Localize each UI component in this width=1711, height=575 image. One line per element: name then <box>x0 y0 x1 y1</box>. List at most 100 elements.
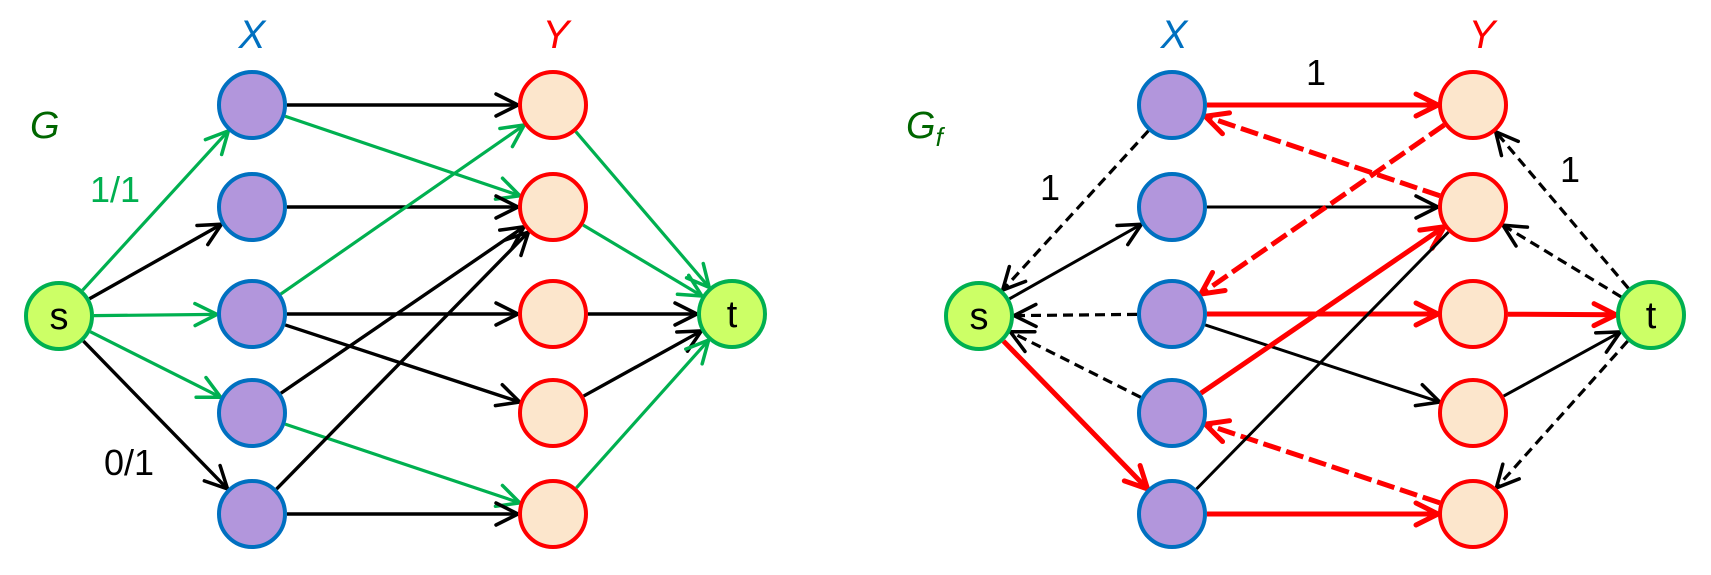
y-node-5-circle <box>1438 479 1508 549</box>
edge-line <box>1495 340 1629 489</box>
graph-g-edges <box>81 92 712 527</box>
x-node-5 <box>1137 479 1207 549</box>
x-node-1 <box>1137 70 1207 140</box>
source-node: s <box>944 281 1014 351</box>
y-node-2 <box>518 172 588 242</box>
arrowhead <box>1499 223 1530 248</box>
edge-y3-t <box>1507 301 1622 329</box>
y-node-4-circle <box>518 378 588 448</box>
x-node-2-circle <box>1137 172 1207 242</box>
y-node-1 <box>518 70 588 140</box>
sink-node-label: t <box>727 294 738 336</box>
x-node-4-circle <box>1137 378 1207 448</box>
y-node-3 <box>518 279 588 349</box>
edge-line <box>1195 230 1450 491</box>
edge-line <box>279 123 526 296</box>
edge-t-y5 <box>1493 340 1629 491</box>
arrowhead <box>203 127 232 157</box>
edge-line <box>582 329 703 398</box>
edge-x5-y5 <box>1207 500 1444 528</box>
x-node-2 <box>1137 172 1207 242</box>
edge-label-x1-y1: 1 <box>1306 52 1326 93</box>
arrowhead <box>1115 222 1145 247</box>
sink-node: t <box>697 279 767 349</box>
y-node-4 <box>518 378 588 448</box>
y-node-4 <box>1438 378 1508 448</box>
source-node: s <box>24 281 94 351</box>
edge-line <box>574 130 711 289</box>
arrowhead <box>1493 462 1521 491</box>
edge-line <box>582 223 703 298</box>
edge-line <box>1001 339 1150 491</box>
edge-x3-y3 <box>1207 300 1444 328</box>
source-node-circle <box>944 281 1014 351</box>
edge-label-t-y1: 1 <box>1560 149 1580 190</box>
edge-line <box>275 230 530 491</box>
edge-line <box>93 312 218 318</box>
edge-line <box>1199 224 1446 396</box>
edge-s-x2 <box>1008 222 1145 301</box>
x-node-2-circle <box>217 172 287 242</box>
edge-line <box>1502 223 1622 299</box>
source-node-circle <box>24 281 94 351</box>
edge-line <box>1494 130 1630 290</box>
x-node-3-circle <box>217 279 287 349</box>
x-node-3 <box>1137 279 1207 349</box>
y-node-1-circle <box>518 70 588 140</box>
graph-gf-title: Gf <box>906 105 946 152</box>
arrowhead <box>675 273 706 299</box>
x-node-4-circle <box>217 378 287 448</box>
edge-y4-t <box>582 329 705 398</box>
graph-g-y-column-label: Y <box>543 13 573 57</box>
x-node-4 <box>217 378 287 448</box>
graph-gf-title-main: G <box>906 105 936 147</box>
edge-x4-y5 <box>284 422 524 509</box>
sink-node-label: t <box>1646 295 1657 337</box>
edge-line <box>81 129 230 292</box>
arrowhead <box>193 301 221 328</box>
graph-g-x-column-label: X <box>238 13 267 57</box>
x-node-3 <box>217 279 287 349</box>
edge-line <box>1204 421 1441 506</box>
edge-x4-y2 <box>279 224 528 395</box>
edge-x5-y5 <box>287 501 522 527</box>
x-node-5-circle <box>217 479 287 549</box>
graph-gf-title-sub: f <box>936 122 946 152</box>
y-node-2-circle <box>1438 172 1508 242</box>
edge-x4-y2 <box>1199 223 1449 396</box>
edge-line <box>1507 311 1617 318</box>
edge-s-x4 <box>89 330 225 400</box>
edge-x3-y3 <box>287 301 522 327</box>
edge-x2-y2 <box>287 194 522 220</box>
y-node-4-circle <box>1438 378 1508 448</box>
source-node-label: s <box>970 296 989 338</box>
x-node-1 <box>217 70 287 140</box>
y-node-2 <box>1438 172 1508 242</box>
y-node-3 <box>1438 279 1508 349</box>
edge-line <box>279 225 526 395</box>
sink-node: t <box>1616 280 1686 350</box>
y-node-3-circle <box>518 279 588 349</box>
edge-line <box>1204 113 1441 199</box>
edge-x1-y1 <box>287 92 522 118</box>
x-node-5-circle <box>1137 479 1207 549</box>
edge-line <box>1009 330 1142 399</box>
arrowhead <box>497 224 528 251</box>
edge-x5-y2 <box>1195 230 1450 491</box>
edge-x1-y2 <box>284 114 524 201</box>
arrowhead <box>1417 223 1449 251</box>
edge-line <box>284 323 521 404</box>
edge-line <box>1502 330 1622 398</box>
edge-line <box>1013 312 1138 318</box>
source-node-label: s <box>50 296 69 338</box>
edge-line <box>88 222 223 301</box>
graph-gf-y-column-label: Y <box>1469 13 1499 57</box>
graph-g-title: G <box>30 105 60 147</box>
y-node-3-circle <box>1438 279 1508 349</box>
y-node-1-circle <box>1438 70 1508 140</box>
